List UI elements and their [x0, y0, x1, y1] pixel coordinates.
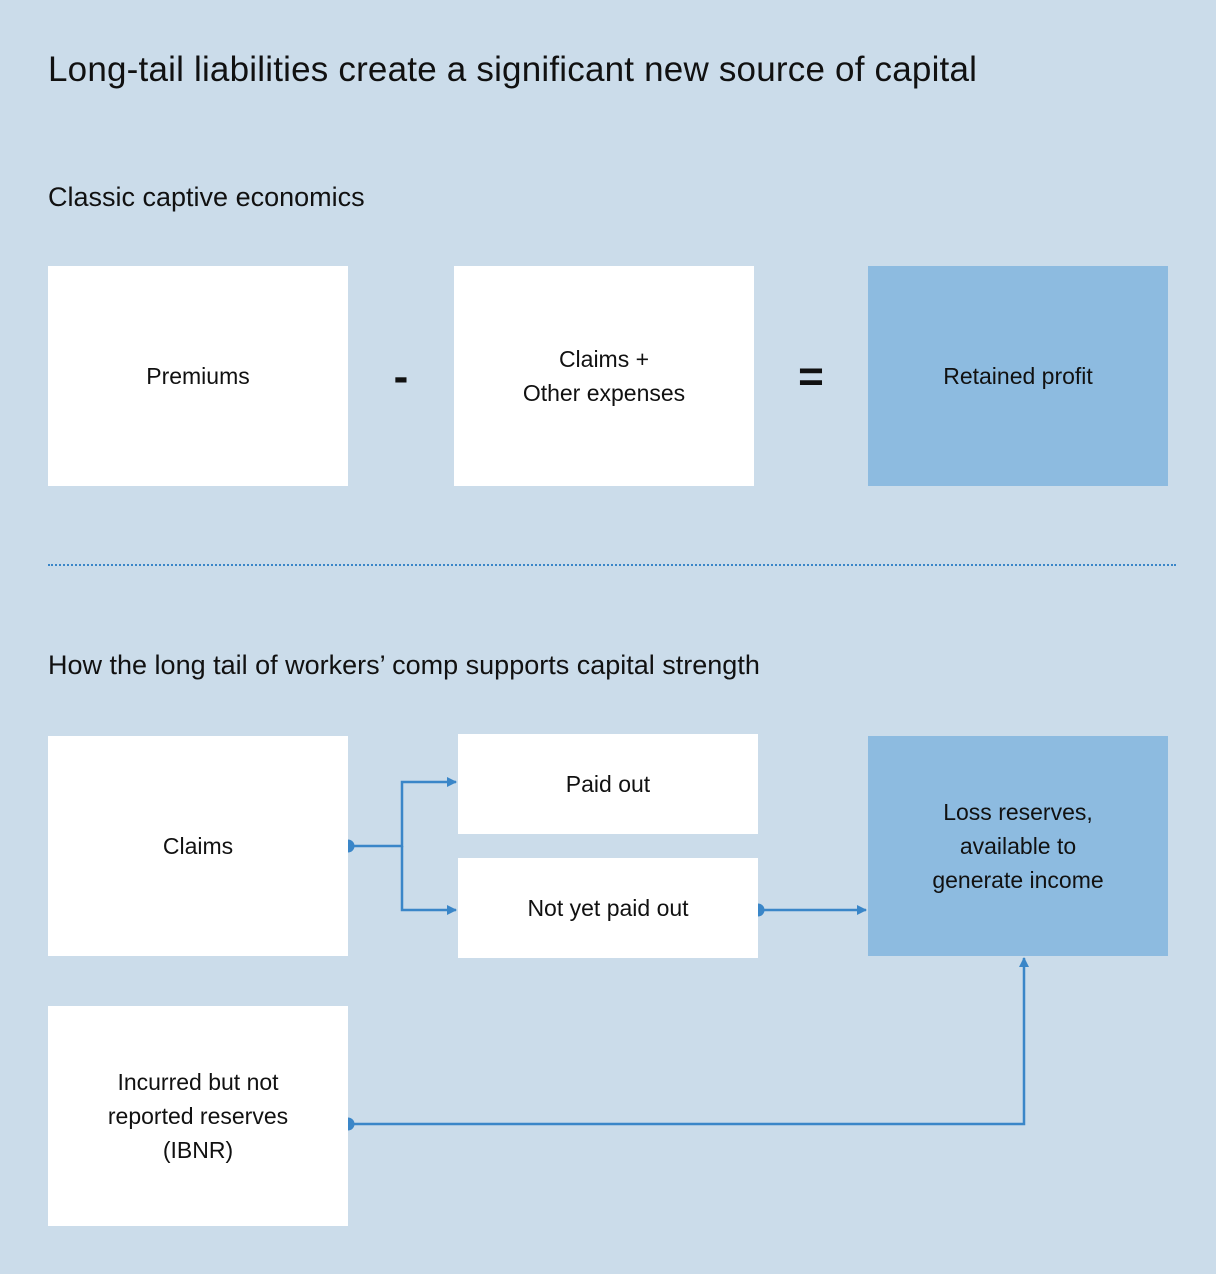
minus-operator: -	[393, 352, 409, 401]
ibnr-to-loss-reserves-arrow	[348, 957, 1029, 1126]
premiums-label: Premiums	[146, 363, 250, 389]
section-heading-long-tail: How the long tail of workers’ comp suppo…	[48, 650, 760, 680]
claims-expenses-box: Claims + Other expenses	[454, 266, 754, 486]
claims-to-not-yet-paid-arrow	[400, 846, 457, 915]
not-yet-paid-label: Not yet paid out	[527, 895, 689, 921]
paid-out-label: Paid out	[565, 771, 651, 797]
section-divider	[48, 564, 1176, 566]
ibnr-box: Incurred but not reported reserves (IBNR…	[48, 1006, 348, 1226]
equals-operator: =	[798, 352, 824, 401]
loss-reserves-label: Loss reserves, available to generate inc…	[932, 799, 1104, 893]
claims-box: Claims	[48, 736, 348, 956]
section-heading-classic: Classic captive economics	[48, 182, 365, 212]
loss-reserves-box: Loss reserves, available to generate inc…	[868, 736, 1168, 956]
claims-expenses-label: Claims + Other expenses	[522, 346, 686, 406]
claims-to-paid-out-arrow	[348, 777, 457, 848]
not-yet-paid-box: Not yet paid out	[458, 858, 758, 958]
retained-profit-label: Retained profit	[943, 363, 1093, 389]
retained-profit-box: Retained profit	[868, 266, 1168, 486]
claims-label: Claims	[162, 833, 234, 859]
ibnr-label: Incurred but not reported reserves (IBNR…	[107, 1069, 289, 1163]
paid-out-box: Paid out	[458, 734, 758, 834]
premiums-box: Premiums	[48, 266, 348, 486]
page-title: Long-tail liabilities create a significa…	[48, 50, 978, 89]
